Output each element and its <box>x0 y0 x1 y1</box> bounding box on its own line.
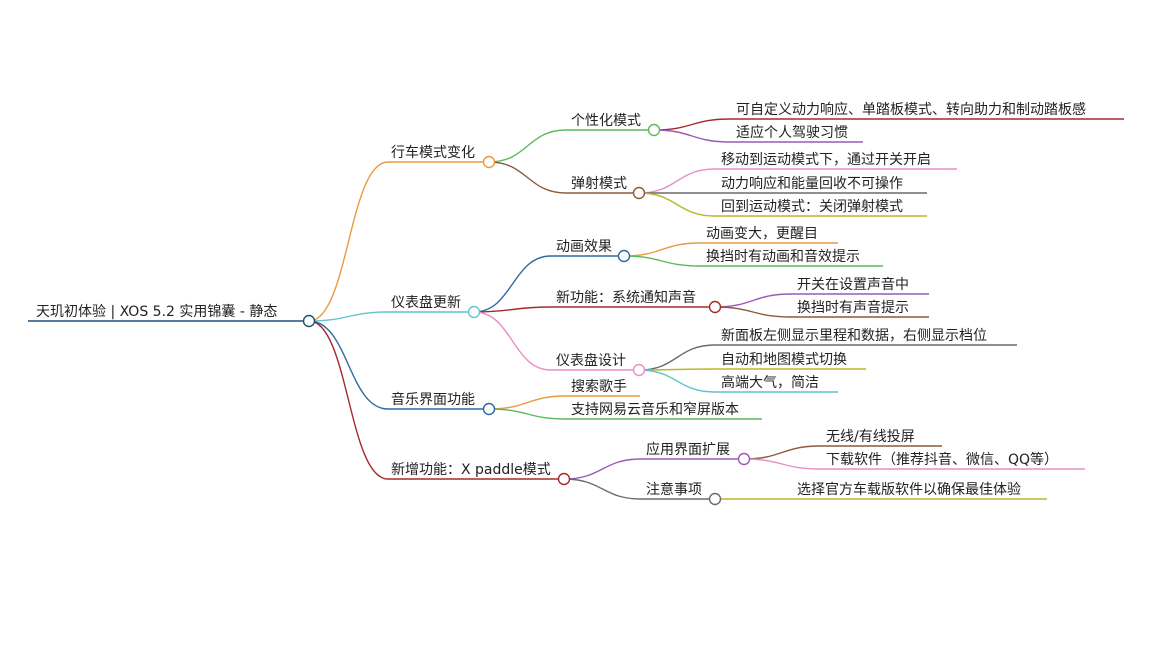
leaf-connector-2-3-3 <box>638 369 716 393</box>
leaf-label: 回到运动模式：关闭弹射模式 <box>721 199 903 215</box>
leaf-label: 开关在设置声音中 <box>797 276 909 293</box>
branch-collapse-node[interactable] <box>482 402 496 416</box>
subtopic-connector-2-1 <box>473 255 552 313</box>
leaf-label: 选择官方车载版软件以确保最佳体验 <box>797 481 1021 498</box>
subtopic-connector-4-1 <box>563 458 642 480</box>
subtopic-collapse-node[interactable] <box>737 452 751 466</box>
leaf-label: 下载软件（推荐抖音、微信、QQ等） <box>826 451 1058 468</box>
leaf-connector-2-2-1 <box>714 293 792 308</box>
branch-collapse-node[interactable] <box>557 472 571 486</box>
subtopic-label: 新功能：系统通知声音 <box>556 289 696 306</box>
subtopic-connector-1-2 <box>488 161 567 194</box>
branch-label: 仪表盘更新 <box>391 294 461 311</box>
subtopic-connector-1-1 <box>488 129 567 163</box>
leaf-connector-2-1-2 <box>623 255 701 267</box>
leaf-label: 高端大气，简洁 <box>721 374 819 391</box>
subtopic-label: 支持网易云音乐和窄屏版本 <box>571 401 739 418</box>
subtopic-label: 仪表盘设计 <box>556 352 626 369</box>
branch-connector-2 <box>308 311 389 322</box>
leaf-label: 新面板左侧显示里程和数据，右侧显示档位 <box>721 328 987 344</box>
leaf-label: 动画变大，更醒目 <box>706 226 818 242</box>
subtopic-collapse-node[interactable] <box>708 492 722 506</box>
subtopic-label: 应用界面扩展 <box>646 441 730 458</box>
subtopic-label: 注意事项 <box>646 481 702 498</box>
leaf-connector-1-2-3 <box>638 192 716 217</box>
subtopic-connector-2-2 <box>473 306 552 313</box>
leaf-label: 无线/有线投屏 <box>826 429 915 445</box>
subtopic-label: 弹射模式 <box>571 176 627 192</box>
subtopic-label: 动画效果 <box>556 239 612 255</box>
subtopic-collapse-node[interactable] <box>632 363 646 377</box>
subtopic-collapse-node[interactable] <box>647 123 661 137</box>
branch-connector-1 <box>308 161 389 322</box>
subtopic-label: 个性化模式 <box>571 113 641 129</box>
branch-connector-3 <box>308 320 389 410</box>
subtopic-collapse-node[interactable] <box>708 300 722 314</box>
leaf-label: 移动到运动模式下，通过开关开启 <box>721 152 931 168</box>
leaf-connector-4-1-2 <box>743 458 821 470</box>
subtopic-collapse-node[interactable] <box>617 249 631 263</box>
subtopic-collapse-node[interactable] <box>632 186 646 200</box>
subtopic-connector-2-3 <box>473 311 552 371</box>
branch-label: 音乐界面功能 <box>391 391 475 408</box>
leaf-connector-2-2-2 <box>714 306 792 318</box>
subtopic-connector-3-2 <box>488 408 567 420</box>
root-topic-label: 天玑初体验 | XOS 5.2 实用锦囊 - 静态 <box>36 303 277 320</box>
branch-collapse-node[interactable] <box>467 305 481 319</box>
leaf-label: 可自定义动力响应、单踏板模式、转向助力和制动踏板感 <box>736 101 1086 118</box>
leaf-connector-2-1-1 <box>623 242 701 257</box>
leaf-connector-1-1-2 <box>653 129 731 143</box>
leaf-label: 自动和地图模式切换 <box>721 351 847 368</box>
leaf-label: 适应个人驾驶习惯 <box>736 124 848 141</box>
leaf-connector-1-1-1 <box>653 118 731 131</box>
leaf-connector-2-3-1 <box>638 344 716 371</box>
subtopic-connector-3-1 <box>488 395 567 410</box>
branch-collapse-node[interactable] <box>482 155 496 169</box>
leaf-label: 动力响应和能量回收不可操作 <box>721 175 903 192</box>
branch-label: 行车模式变化 <box>391 144 475 161</box>
leaf-connector-1-2-1 <box>638 168 716 194</box>
leaf-label: 换挡时有声音提示 <box>797 299 909 316</box>
leaf-label: 换挡时有动画和音效提示 <box>706 248 860 265</box>
subtopic-connector-4-2 <box>563 478 642 500</box>
leaf-connector-4-1-1 <box>743 445 821 460</box>
branch-connector-4 <box>308 320 389 480</box>
root-collapse-node[interactable] <box>302 314 316 328</box>
branch-label: 新增功能：X paddle模式 <box>391 462 551 478</box>
subtopic-label: 搜索歌手 <box>571 378 627 395</box>
